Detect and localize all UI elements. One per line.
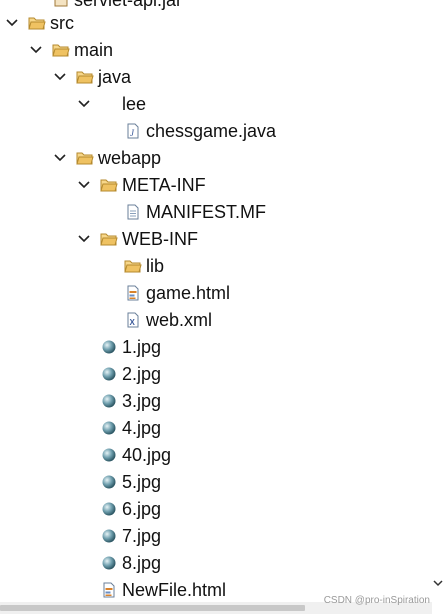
tree-item-manifest[interactable]: MANIFEST.MF (0, 199, 432, 226)
tree-item-servlet-api[interactable]: servlet-api.jar (0, 0, 432, 14)
image-file-icon (100, 501, 118, 517)
tree-item-label: webapp (98, 148, 162, 168)
tree-item-java[interactable]: java (0, 64, 432, 91)
tree-item-label: 40.jpg (122, 445, 172, 465)
tree-item-web-xml[interactable]: X web.xml (0, 307, 432, 334)
tree-item-label: NewFile.html (122, 580, 227, 600)
tree-item-label: META-INF (122, 175, 206, 195)
folder-icon (76, 69, 94, 85)
tree-item-label: src (50, 13, 74, 33)
chevron-down-icon[interactable] (76, 95, 92, 113)
folder-icon (52, 42, 70, 58)
image-file-icon (100, 555, 118, 571)
image-file-icon (100, 474, 118, 490)
tree-item-image[interactable]: 5.jpg (0, 469, 432, 496)
tree-item-label: 6.jpg (122, 499, 162, 519)
folder-icon (28, 15, 46, 31)
folder-icon (124, 258, 142, 274)
tree-item-label: main (74, 40, 114, 60)
image-file-icon (100, 528, 118, 544)
tree-item-label: 7.jpg (122, 526, 162, 546)
xml-file-icon: X (124, 312, 142, 328)
svg-text:J: J (130, 128, 135, 138)
tree-item-label: servlet-api.jar (74, 0, 183, 10)
chevron-down-icon[interactable] (76, 230, 92, 248)
watermark: CSDN @pro-inSpiration (323, 595, 430, 606)
html-file-icon (100, 582, 118, 598)
folder-icon (100, 231, 118, 247)
chevron-down-icon[interactable] (52, 68, 68, 86)
tree-item-label: lib (146, 256, 165, 276)
tree-item-label: lee (122, 94, 147, 114)
tree-item-lib[interactable]: lib (0, 253, 432, 280)
image-file-icon (100, 393, 118, 409)
chevron-down-icon[interactable] (76, 176, 92, 194)
tree-item-chessgame-java[interactable]: J chessgame.java (0, 118, 432, 145)
tree-item-label: WEB-INF (122, 229, 198, 249)
tree-item-web-inf[interactable]: WEB-INF (0, 226, 432, 253)
tree-item-label: 2.jpg (122, 364, 162, 384)
tree-item-label: game.html (146, 283, 231, 303)
tree-item-label: 4.jpg (122, 418, 162, 438)
svg-text:X: X (130, 318, 136, 327)
tree-item-label: web.xml (146, 310, 213, 330)
tree-item-image[interactable]: 7.jpg (0, 523, 432, 550)
text-file-icon (124, 204, 142, 220)
tree-item-image[interactable]: 8.jpg (0, 550, 432, 577)
tree-item-label: chessgame.java (146, 121, 277, 141)
tree-item-image[interactable]: 3.jpg (0, 388, 432, 415)
horizontal-scrollbar-thumb[interactable] (0, 605, 305, 611)
tree-item-label: 5.jpg (122, 472, 162, 492)
tree-item-newfile-html[interactable]: NewFile.html (0, 577, 432, 602)
jar-file-icon (52, 0, 70, 8)
tree-item-src[interactable]: src (0, 10, 432, 37)
tree-item-label: 3.jpg (122, 391, 162, 411)
folder-icon (100, 177, 118, 193)
tree-item-image[interactable]: 4.jpg (0, 415, 432, 442)
vertical-scrollbar[interactable] (432, 0, 444, 602)
chevron-down-icon[interactable] (4, 14, 20, 32)
chevron-down-icon[interactable] (433, 578, 443, 588)
chevron-down-icon[interactable] (28, 41, 44, 59)
image-file-icon (100, 366, 118, 382)
image-file-icon (100, 420, 118, 436)
project-explorer-tree: servlet-api.jar src main java (0, 0, 432, 602)
tree-item-label: java (98, 67, 132, 87)
chevron-down-icon[interactable] (52, 149, 68, 167)
image-file-icon (100, 447, 118, 463)
tree-item-meta-inf[interactable]: META-INF (0, 172, 432, 199)
tree-item-image[interactable]: 1.jpg (0, 334, 432, 361)
tree-item-lee[interactable]: lee (0, 91, 432, 118)
tree-item-label: MANIFEST.MF (146, 202, 266, 222)
tree-item-label: 1.jpg (122, 337, 162, 357)
tree-item-image[interactable]: 2.jpg (0, 361, 432, 388)
tree-item-image[interactable]: 6.jpg (0, 496, 432, 523)
horizontal-scrollbar[interactable] (0, 602, 432, 614)
folder-icon (76, 150, 94, 166)
tree-item-label: 8.jpg (122, 553, 162, 573)
tree-item-image[interactable]: 40.jpg (0, 442, 432, 469)
java-file-icon: J (124, 123, 142, 139)
tree-item-main[interactable]: main (0, 37, 432, 64)
image-file-icon (100, 339, 118, 355)
tree-item-game-html[interactable]: game.html (0, 280, 432, 307)
html-file-icon (124, 285, 142, 301)
tree-item-webapp[interactable]: webapp (0, 145, 432, 172)
